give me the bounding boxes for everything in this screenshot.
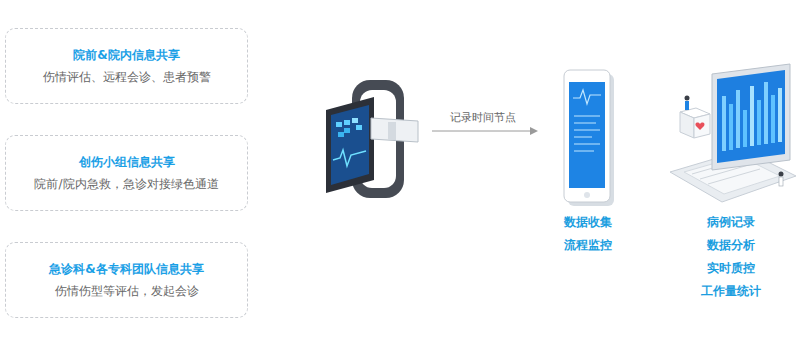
box-heading: 院前&院内信息共享 bbox=[73, 47, 179, 63]
feature-label: 实时质控 bbox=[707, 260, 755, 276]
flow-arrow bbox=[432, 127, 538, 135]
box-body: 院前/院内急救，急诊对接绿色通道 bbox=[34, 176, 218, 192]
box-body: 伤情伤型等评估，发起会诊 bbox=[55, 283, 199, 299]
feature-label: 工作量统计 bbox=[701, 283, 761, 299]
arrow-label: 记录时间节点 bbox=[448, 110, 518, 126]
feature-label: 数据分析 bbox=[707, 237, 755, 253]
info-box: 创伤小组信息共享院前/院内急救，急诊对接绿色通道 bbox=[5, 135, 248, 211]
info-box: 急诊科&各专科团队信息共享伤情伤型等评估，发起会诊 bbox=[5, 242, 248, 318]
box-heading: 急诊科&各专科团队信息共享 bbox=[49, 261, 203, 277]
phone-illustration bbox=[564, 70, 614, 206]
info-box: 院前&院内信息共享伤情评估、远程会诊、患者预警 bbox=[5, 28, 248, 104]
feature-label: 流程监控 bbox=[564, 237, 612, 253]
feature-label: 病例记录 bbox=[707, 214, 755, 230]
smartwatch-illustration bbox=[326, 80, 418, 198]
box-body: 伤情评估、远程会诊、患者预警 bbox=[43, 69, 211, 85]
feature-label: 数据收集 bbox=[564, 214, 612, 230]
laptop-illustration bbox=[670, 64, 796, 202]
box-heading: 创伤小组信息共享 bbox=[79, 154, 175, 170]
